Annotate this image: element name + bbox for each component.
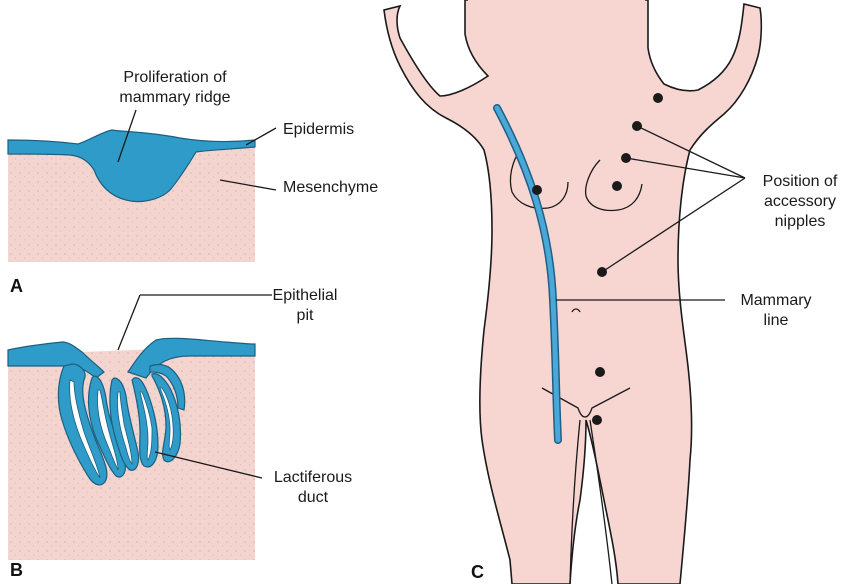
panel-c-letter: C	[471, 562, 484, 582]
epithelial-pit-leader-diag	[118, 295, 140, 350]
epidermis-leader	[246, 128, 276, 145]
epidermis-label: Epidermis	[283, 121, 354, 138]
accessory-nipple-6	[592, 415, 602, 425]
accessory-nipple-5	[595, 367, 605, 377]
neck	[468, 0, 645, 40]
proliferation-label-line2: mammary ridge	[119, 89, 230, 106]
panel-b: Epithelial pit Lactiferous duct B	[8, 287, 352, 580]
panel-a: Proliferation of mammary ridge Epidermis…	[8, 69, 378, 296]
accessory-nipple-1	[653, 93, 663, 103]
lactiferous-duct-label-line1: Lactiferous	[274, 469, 352, 486]
mammary-line-label-line2: line	[764, 312, 789, 329]
lactiferous-duct-label-line2: duct	[298, 489, 329, 506]
nipple-left	[532, 185, 542, 195]
epithelial-pit-label-line1: Epithelial	[273, 287, 338, 304]
epithelial-pit-label-line2: pit	[297, 307, 314, 324]
panel-b-letter: B	[10, 560, 23, 580]
mammary-line-label-line1: Mammary	[740, 292, 811, 309]
female-body-outline	[384, 0, 761, 584]
panel-c: Position of accessory nipples Mammary li…	[384, 0, 838, 584]
position-label-line2: accessory	[764, 193, 836, 210]
panel-a-letter: A	[10, 276, 23, 296]
nipple-right	[612, 181, 622, 191]
proliferation-label-line1: Proliferation of	[123, 69, 227, 86]
position-label-line1: Position of	[763, 173, 838, 190]
mesenchyme-label: Mesenchyme	[283, 179, 378, 196]
position-label-line3: nipples	[775, 213, 826, 230]
